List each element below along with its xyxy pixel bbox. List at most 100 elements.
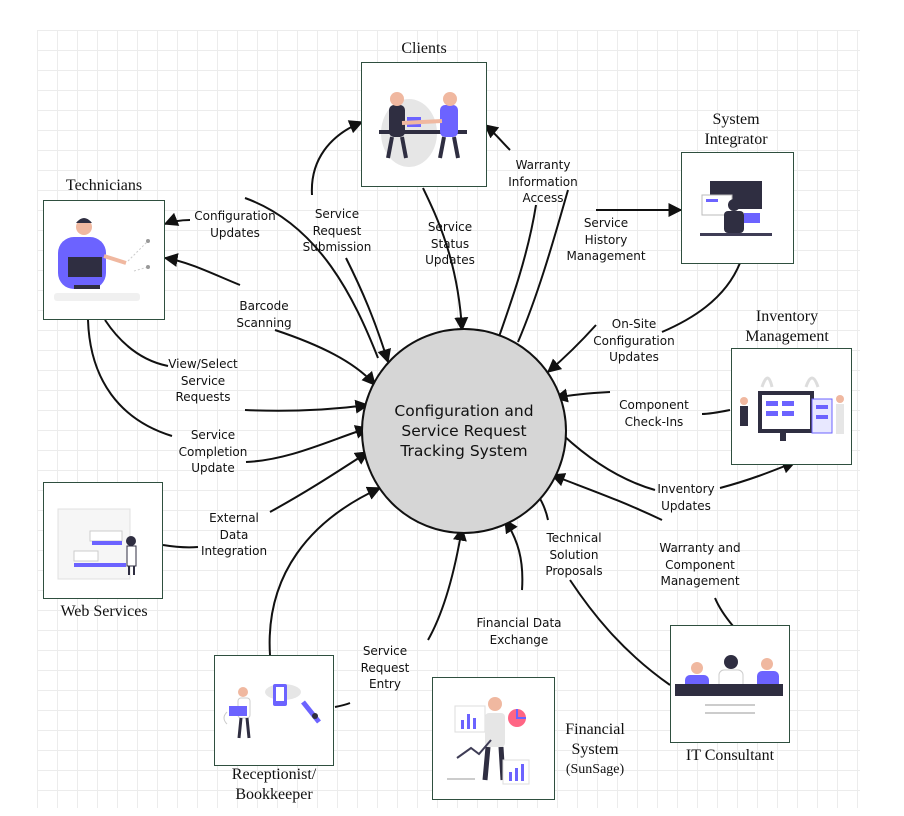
system-integrator-title: System Integrator [686,110,786,150]
financial-system-box [432,677,555,800]
title-line: System [571,741,619,758]
arrow-warranty-information-access [483,124,511,151]
arrow-onsite-config [661,262,741,333]
arrow-onsite-config-2 [546,324,597,373]
flow-line: Submission [302,240,372,254]
flow-line: Inventory [657,482,715,496]
flow-line: Barcode [239,299,289,313]
flow-line: Service [190,428,236,442]
flow-line: Request [312,223,362,238]
receptionist-illustration [223,684,321,739]
flow-view-select-service-requests: View/Select Service Requests [160,356,246,406]
arrow-view-select [104,319,169,367]
flow-onsite-configuration-updates: On-Site Configuration Updates [586,316,682,366]
arrow-service-request-submission-2 [345,257,391,364]
arrow-external-data [162,544,199,549]
flow-line: Service [180,373,226,388]
flow-line: Update [191,461,235,475]
arrow-barcode-scanning-2 [274,329,376,387]
arrow-receptionist [268,486,382,656]
inventory-illustration [740,376,844,441]
flow-inventory-updates: Inventory Updates [646,481,726,514]
flow-line: Component [665,557,735,572]
inventory-management-box [731,348,852,465]
flow-barcode-scanning: Barcode Scanning [228,298,300,331]
flow-warranty-component-management: Warranty and Component Management [650,540,750,590]
technicians-box [43,200,165,320]
process-label-line: Tracking System [400,442,528,460]
arrow-external-data-2 [269,451,370,513]
flow-line: Service [427,220,473,234]
flow-line: Scanning [236,315,292,330]
flow-line: Completion [178,444,248,459]
arrow-inventory-updates-2 [719,460,797,489]
financial-system-illustration [447,697,530,785]
flow-service-request-entry: Service Request Entry [350,643,420,693]
process-label: Configuration and Service Request Tracki… [394,401,533,461]
flow-line: Technical [546,531,602,545]
web-services-box [43,482,163,599]
flow-line: Request [360,660,410,675]
flow-warranty-information-access: Warranty Information Access [499,157,587,207]
flow-line: External [209,511,259,525]
arrow-service-completion-2 [245,425,370,463]
arrow-barcode-scanning [163,253,241,286]
clients-title: Clients [401,40,447,57]
flow-line: Information [508,174,578,189]
arrow-component-checkins [701,409,731,415]
arrow-financial-data [504,518,524,591]
flow-service-history-management: Service History Management [562,215,650,265]
flow-line: Updates [210,225,260,240]
flow-line: Status [430,236,470,251]
financial-system-subtitle: (SunSage) [565,762,625,777]
flow-line: Financial Data [476,616,562,630]
arrow-warranty-information-access-2 [494,204,537,349]
title-line: Inventory [755,308,819,325]
flow-line: Updates [425,253,475,267]
technicians-title: Technicians [65,177,143,194]
flow-line: Updates [661,498,711,513]
it-consultant-illustration [675,655,783,714]
arrow-component-checkins-2 [553,388,611,403]
flow-line: Check-Ins [624,414,684,429]
arrow-service-request-submission [310,120,364,196]
flow-line: Warranty [515,158,571,172]
flow-service-status-updates: Service Status Updates [414,219,486,269]
system-integrator-box [681,152,794,264]
flow-line: Management [566,249,646,263]
flow-line: Configuration [593,333,675,348]
arrow-warranty-component-2 [714,597,734,627]
title-line: Financial [565,721,625,738]
receptionist-title: Receptionist/ Bookkeeper [214,765,334,805]
flow-line: Configuration [194,209,276,223]
arrow-warranty-component [550,473,663,521]
flow-line: History [584,232,628,247]
flow-line: Warranty and [659,541,741,555]
flow-line: Proposals [545,564,603,578]
title-line: Bookkeeper [235,786,313,803]
inventory-management-title: Inventory Management [737,307,837,347]
flow-configuration-updates: Configuration Updates [186,208,284,241]
clients-box [361,62,487,187]
flow-line: Integration [200,544,268,558]
flow-service-request-submission: Service Request Submission [293,206,381,256]
flow-financial-data-exchange: Financial Data Exchange [470,615,568,648]
arrow-technical-solution [569,579,671,686]
arrow-service-request-entry-2 [334,702,351,708]
process-label-line: Configuration and [394,402,534,420]
flow-line: Data [219,527,249,542]
system-integrator-illustration [700,181,772,236]
flow-service-completion-update: Service Completion Update [170,427,256,477]
flow-line: Management [660,574,740,588]
it-consultant-box [670,625,790,743]
arrow-service-status-updates [422,187,469,332]
process-label-line: Service Request [401,422,527,440]
flow-line: View/Select [168,357,238,371]
technicians-illustration [54,218,150,301]
receptionist-box [214,655,334,766]
flow-line: Solution [549,547,599,562]
title-line: System [712,111,760,128]
it-consultant-title: IT Consultant [685,747,775,764]
tracking-system-process: Configuration and Service Request Tracki… [361,328,567,534]
flow-line: Service [583,216,629,230]
